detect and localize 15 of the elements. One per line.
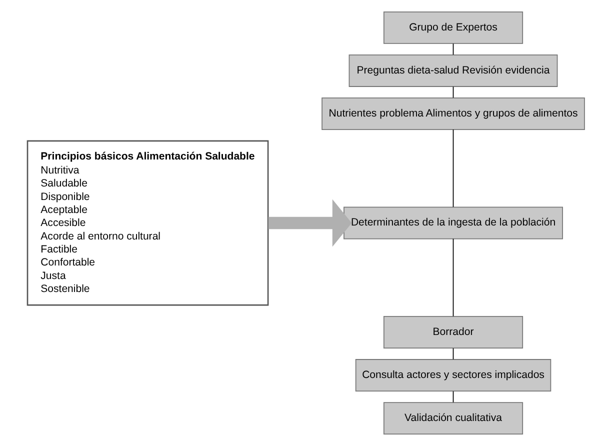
node-box: Nutrientes problema Alimentos y grupos de alimentos: [321, 97, 584, 130]
node-box: Grupo de Expertos: [382, 11, 523, 44]
connector: [452, 86, 454, 98]
node-box: Determinantes de la ingesta de la población: [343, 206, 562, 240]
connector: [452, 238, 454, 317]
connector: [452, 43, 454, 56]
arrow: [268, 199, 352, 247]
node-box: Validación cualitativa: [382, 402, 523, 435]
node-box: Principios básicos Alimentación Saludable Nutritiva Saludable Disponible Aceptable Accesible Acorde al entorno cultural Factible Confortable Justa Sostenible: [26, 140, 268, 306]
connector: [452, 348, 454, 360]
node-box: Preguntas dieta-salud Revisión evidencia: [348, 54, 558, 87]
connector: [452, 390, 454, 403]
connector: [452, 129, 454, 208]
node-box: Consulta actores y sectores implicados: [354, 359, 551, 392]
node-box: Borrador: [382, 316, 523, 349]
